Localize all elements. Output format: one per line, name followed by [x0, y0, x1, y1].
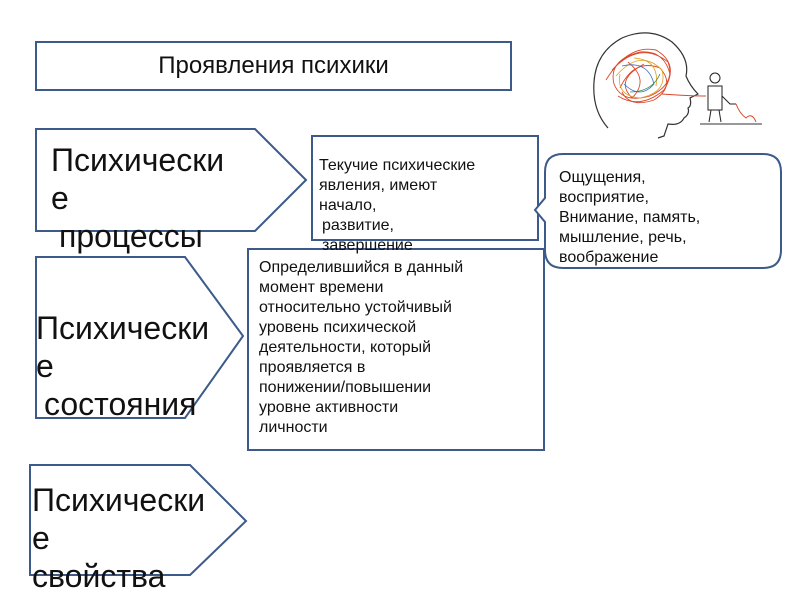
- desc-line: уровне активности: [259, 399, 398, 416]
- desc-line: понижении/повышении: [259, 379, 431, 396]
- category-line: е: [51, 180, 69, 216]
- desc-line: проявляется в: [259, 359, 365, 376]
- category-line: Психически: [32, 482, 205, 518]
- category-line: е: [36, 348, 54, 384]
- desc-line: момент времени: [259, 279, 383, 296]
- category-properties: Психически е свойства: [32, 481, 252, 595]
- page-title: Проявления психики: [158, 52, 389, 80]
- category-line: Психически: [51, 142, 224, 178]
- head-scribble-illustration: [594, 33, 762, 138]
- desc-line: деятельности, который: [259, 339, 431, 356]
- desc-line: личности: [259, 419, 328, 436]
- desc-line: начало,: [319, 197, 376, 214]
- title-box: Проявления психики: [35, 41, 512, 91]
- desc-line: явления, имеют: [319, 177, 437, 194]
- category-line: Психически: [36, 310, 209, 346]
- example-line: мышление, речь,: [559, 229, 687, 246]
- states-description: Определившийся в данный момент времени о…: [259, 258, 534, 438]
- processes-examples: Ощущения, восприятие, Внимание, память, …: [559, 168, 779, 268]
- example-line: восприятие,: [559, 189, 649, 206]
- desc-line: Текучие психические: [319, 157, 475, 174]
- processes-description: Текучие психические явления, имеют начал…: [319, 156, 541, 256]
- category-line: состояния: [36, 385, 246, 423]
- example-line: воображение: [559, 249, 658, 266]
- desc-line: завершение: [319, 236, 541, 256]
- category-line: процессы: [51, 217, 251, 255]
- example-line: Ощущения,: [559, 169, 646, 186]
- example-line: Внимание, память,: [559, 209, 700, 226]
- desc-line: уровень психической: [259, 319, 416, 336]
- category-line: свойства: [32, 558, 165, 594]
- desc-line: относительно устойчивый: [259, 299, 452, 316]
- category-states: Психически е состояния: [36, 309, 246, 423]
- desc-line: развитие,: [319, 216, 541, 236]
- category-processes: Психически е процессы: [51, 141, 251, 255]
- desc-line: Определившийся в данный: [259, 259, 463, 276]
- category-line: е: [32, 520, 50, 556]
